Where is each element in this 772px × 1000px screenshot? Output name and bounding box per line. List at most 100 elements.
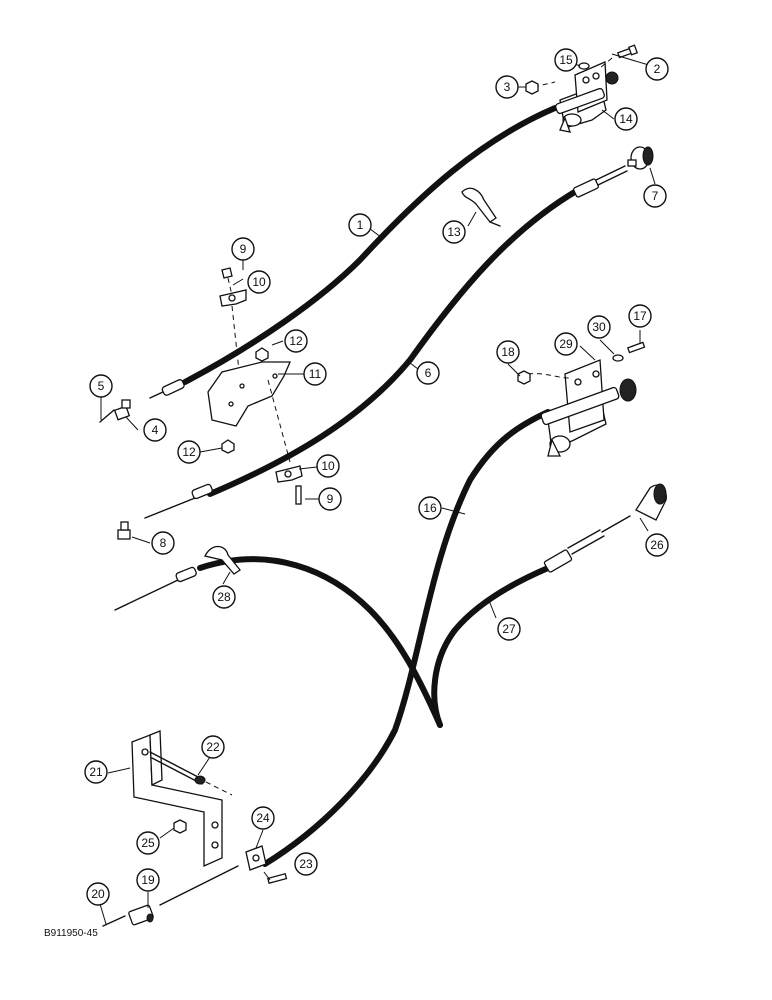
callout-10-upper: 10 (247, 270, 271, 294)
bracket-21 (131, 730, 223, 868)
callout-26: 26 (645, 533, 669, 557)
callout-4: 4 (143, 418, 167, 442)
callout-9-lower: 9 (318, 487, 342, 511)
callout-8: 8 (151, 531, 175, 555)
cable-27 (431, 515, 631, 728)
knob-7 (627, 146, 654, 170)
svg-text:6: 6 (425, 366, 432, 380)
svg-text:25: 25 (141, 836, 155, 850)
svg-text:18: 18 (501, 345, 515, 359)
nut-12-upper (255, 347, 269, 362)
svg-text:11: 11 (309, 367, 322, 381)
cable-16 (262, 409, 551, 867)
callout-15: 15 (554, 48, 578, 72)
washer-30 (612, 354, 624, 362)
callout-19: 19 (136, 868, 160, 892)
control-bracket-middle (527, 359, 637, 457)
screw-5 (99, 409, 115, 423)
fitting-8 (117, 521, 131, 540)
svg-text:15: 15 (559, 53, 573, 67)
clip-10-lower (275, 465, 303, 483)
callout-22: 22 (201, 735, 225, 759)
plate-11 (207, 361, 291, 427)
svg-text:2: 2 (654, 62, 661, 76)
nut-3 (525, 80, 539, 95)
svg-text:9: 9 (240, 242, 247, 256)
callout-27: 27 (497, 617, 521, 641)
svg-text:10: 10 (252, 275, 266, 289)
nut-25 (173, 819, 187, 834)
callout-7: 7 (643, 184, 667, 208)
cable-6 (144, 165, 628, 519)
callout-12-upper: 12 (284, 329, 308, 353)
screw-20 (102, 915, 126, 927)
svg-text:24: 24 (256, 811, 270, 825)
svg-text:5: 5 (98, 379, 105, 393)
callout-28: 28 (212, 585, 236, 609)
leader-lines (99, 53, 656, 925)
callout-30: 30 (587, 315, 611, 339)
callout-17: 17 (628, 304, 652, 328)
svg-text:12: 12 (182, 445, 196, 459)
svg-text:16: 16 (423, 501, 437, 515)
knob-26 (635, 483, 667, 521)
svg-text:26: 26 (650, 538, 664, 552)
document-id: B911950-45 (44, 928, 98, 939)
callout-3: 3 (495, 75, 519, 99)
callout-9-upper: 9 (231, 237, 255, 261)
callout-5: 5 (89, 374, 113, 398)
svg-text:20: 20 (91, 887, 105, 901)
svg-text:28: 28 (217, 590, 231, 604)
screw-17 (626, 341, 646, 354)
strap-13 (461, 187, 501, 227)
fitting-19 (128, 904, 154, 926)
screw-2 (616, 44, 639, 59)
nut-12-lower (221, 439, 235, 454)
callout-20: 20 (86, 882, 110, 906)
callout-14: 14 (614, 107, 638, 131)
callout-12-lower: 12 (177, 440, 201, 464)
fitting-4 (113, 399, 131, 421)
callout-29: 29 (554, 332, 578, 356)
svg-text:14: 14 (619, 112, 633, 126)
svg-text:9: 9 (327, 492, 334, 506)
svg-text:23: 23 (299, 857, 313, 871)
svg-text:4: 4 (152, 423, 159, 437)
washer-15 (578, 62, 590, 70)
callout-13: 13 (442, 220, 466, 244)
svg-text:10: 10 (321, 459, 335, 473)
svg-text:7: 7 (652, 189, 659, 203)
callout-1: 1 (348, 213, 372, 237)
callout-6: 6 (416, 361, 440, 385)
callout-18: 18 (496, 340, 520, 364)
callout-21: 21 (84, 760, 108, 784)
callout-2: 2 (645, 57, 669, 81)
callout-25: 25 (136, 831, 160, 855)
spacer-22 (149, 751, 233, 796)
clip-10-upper (219, 289, 247, 307)
screw-23 (266, 872, 288, 885)
svg-text:1: 1 (357, 218, 364, 232)
svg-text:3: 3 (504, 80, 511, 94)
svg-text:19: 19 (141, 873, 155, 887)
callout-10-lower: 10 (316, 454, 340, 478)
svg-text:8: 8 (160, 536, 167, 550)
svg-text:17: 17 (633, 309, 647, 323)
nut-18 (517, 370, 531, 385)
svg-text:29: 29 (559, 337, 573, 351)
screw-9-lower (295, 485, 302, 505)
svg-text:30: 30 (592, 320, 606, 334)
callout-11: 11 (303, 362, 327, 386)
svg-text:13: 13 (447, 225, 461, 239)
cable-1 (149, 105, 558, 399)
svg-text:27: 27 (502, 622, 516, 636)
callout-16: 16 (418, 496, 442, 520)
svg-text:12: 12 (289, 334, 303, 348)
control-bracket-top (533, 57, 619, 133)
clamp-24 (245, 845, 267, 871)
screw-9-upper (221, 267, 233, 279)
svg-text:21: 21 (89, 765, 103, 779)
cable-28 (114, 545, 443, 728)
